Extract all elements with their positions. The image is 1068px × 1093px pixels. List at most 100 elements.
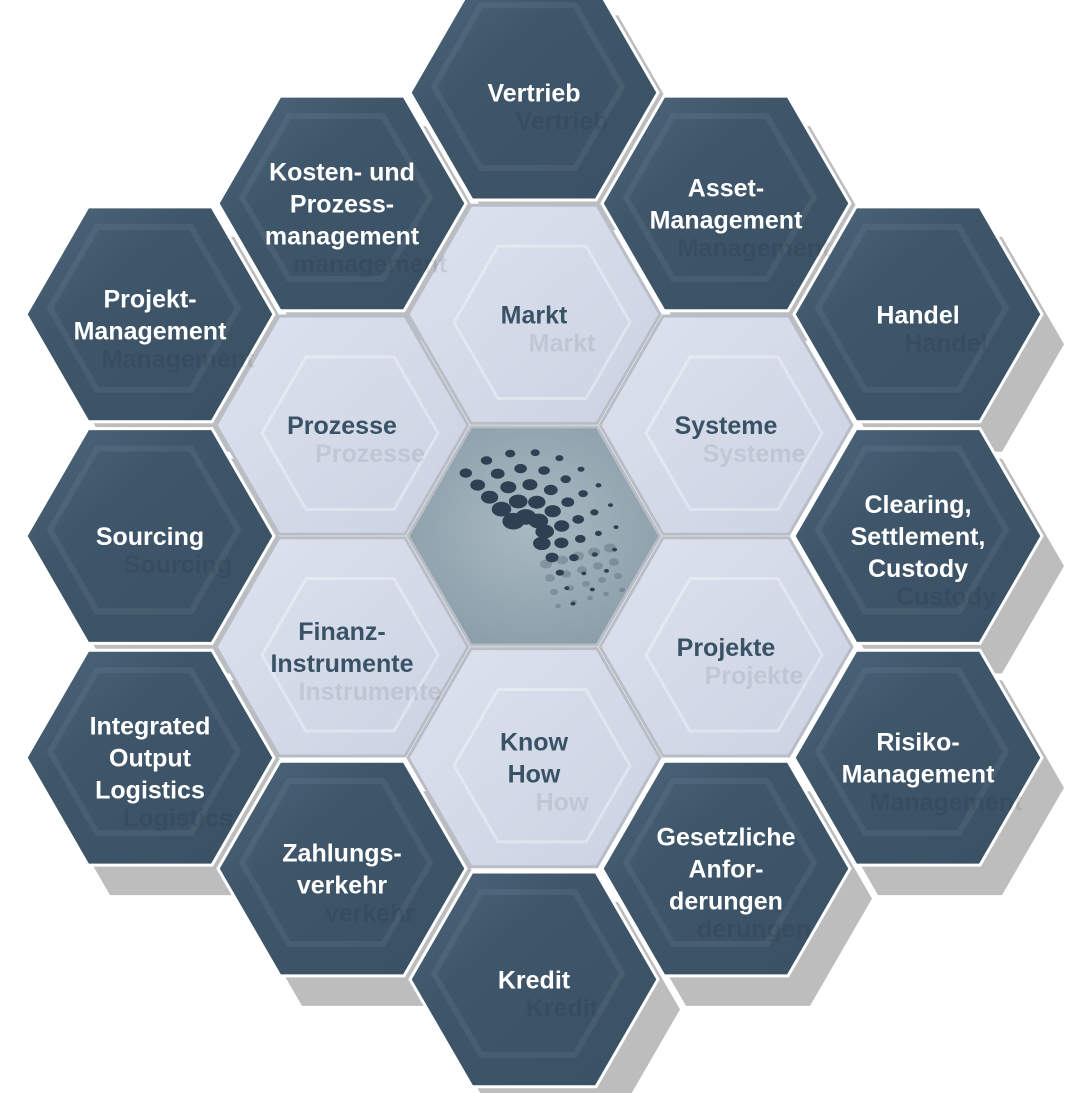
finanz-instrumente-hexagon [214,536,470,758]
sourcing-label: Sourcing [96,523,204,551]
markt-hexagon [406,203,662,425]
projekt-management-hexagon [24,205,276,424]
projekt-management-facet [46,223,242,393]
know-how-facet [452,688,632,844]
gesetzliche-anforderungen-label-ghost: derungen [697,916,811,944]
handel-label-ghost: Handel [904,329,987,357]
clearing-settlement-custody-facet [814,445,1010,615]
gesetzliche-anforderungen-facet [622,778,818,947]
gesetzliche-anforderungen-label-line: derungen [669,888,783,916]
markt-label-ghost: Markt [529,329,596,357]
systeme-label: Systeme [675,412,778,440]
kosten-und-prozessmanagement-label-line: Prozess- [290,190,394,218]
zahlungsverkehr-facet [238,778,434,947]
kosten-und-prozessmanagement-hexagon [216,94,468,313]
projekt-management-label-line: Projekt- [103,285,196,313]
kredit-hexagon [408,870,660,1089]
gesetzliche-anforderungen-hexagon [600,759,852,978]
integrated-output-logistics-label-ghost: Logistics [123,805,233,833]
risiko-management-label-line: Risiko- [876,729,959,757]
integrated-output-logistics-label-line: Logistics [95,777,205,805]
prozesse-label: Prozesse [287,412,397,440]
projekte-label-ghost: Projekte [705,662,804,690]
vertrieb-facet [430,2,626,171]
projekte-label-line: Projekte [677,634,776,662]
zahlungsverkehr-label-ghost: verkehr [325,900,416,928]
asset-management-hexagon [600,94,852,313]
risiko-management-hexagon [792,648,1044,867]
clearing-settlement-custody-label-line: Settlement, [851,523,986,551]
projekt-management-label: Projekt- Management [74,285,227,345]
clearing-settlement-custody-label: Clearing, Settlement, Custody [851,491,986,583]
sourcing-label-ghost: Sourcing [124,551,232,579]
know-how-label-line: How [508,761,561,789]
zahlungsverkehr-label: Zahlungs-verkehr [282,840,401,900]
projekte-facet [644,577,824,733]
prozesse-hexagon [214,314,470,536]
finanz-instrumente-label: Finanz- Instrumente [270,618,413,678]
zahlungsverkehr-label-line: verkehr [297,872,388,900]
prozesse-facet [260,355,440,511]
label-layer: MarktMarktSystemeSystemeProjekteProjekte… [74,80,1023,1023]
kredit-label: Kredit [498,966,571,994]
asset-management-label: Asset- Management [650,174,803,234]
prozesse-label-line: Prozesse [287,412,397,440]
projekt-management-label-line: Management [74,317,227,345]
sourcing-label-line: Sourcing [96,523,204,551]
asset-management-label-line: Asset- [688,174,764,202]
zahlungsverkehr-label-line: Zahlungs- [282,840,401,868]
know-how-hexagon [406,647,662,869]
clearing-settlement-custody-label-line: Clearing, [865,491,972,519]
vertrieb-label-ghost: Vertrieb [515,108,608,136]
kredit-label-line: Kredit [498,966,571,994]
finanz-instrumente-label-line: Finanz- [298,618,386,646]
integrated-output-logistics-hexagon [24,648,276,867]
gesetzliche-anforderungen-label-line: Anfor- [689,856,764,884]
handel-label-line: Handel [876,301,959,329]
sourcing-facet [46,445,242,615]
kredit-facet [430,889,626,1058]
kosten-und-prozessmanagement-facet [238,113,434,282]
sourcing-hexagon [24,427,276,645]
systeme-label-ghost: Systeme [703,440,806,468]
gesetzliche-anforderungen-label-line: Gesetzliche [657,824,796,852]
risiko-management-label-line: Management [842,761,995,789]
kosten-und-prozessmanagement-label-line: Kosten- und [269,158,415,186]
know-how-label-ghost: How [536,789,589,817]
markt-label-line: Markt [501,301,568,329]
handel-hexagon [792,205,1044,424]
handel-label: Handel [876,301,959,329]
risiko-management-facet [814,667,1010,837]
integrated-output-logistics-facet [46,667,242,837]
asset-management-label-ghost: Management [678,234,831,262]
clearing-settlement-custody-hexagon [792,427,1044,645]
handel-facet [814,223,1010,393]
clearing-settlement-custody-label-line: Custody [868,555,968,583]
finanz-instrumente-facet [260,577,440,733]
center-hexagon [406,425,662,647]
risiko-management-label-ghost: Management [870,789,1023,817]
markt-label: Markt [501,301,568,329]
dotted-sphere-logo-icon [459,449,625,609]
asset-management-label-line: Management [650,206,803,234]
vertrieb-hexagon [408,0,660,202]
finanz-instrumente-label-ghost: Instrumente [298,678,441,706]
prozesse-label-ghost: Prozesse [315,440,425,468]
kosten-und-prozessmanagement-label-line: management [265,222,420,250]
hex-layer [24,0,1044,1089]
kosten-und-prozessmanagement-label-ghost: management [293,250,448,278]
integrated-output-logistics-label-line: Output [109,745,192,773]
systeme-hexagon [598,314,854,536]
risiko-management-label: Risiko- Management [842,729,995,789]
vertrieb-label: Vertrieb [487,80,580,108]
know-how-label-line: Know [500,729,569,757]
projekte-label: Projekte [677,634,776,662]
finanz-instrumente-label-line: Instrumente [270,650,413,678]
asset-management-facet [622,113,818,282]
systeme-label-line: Systeme [675,412,778,440]
